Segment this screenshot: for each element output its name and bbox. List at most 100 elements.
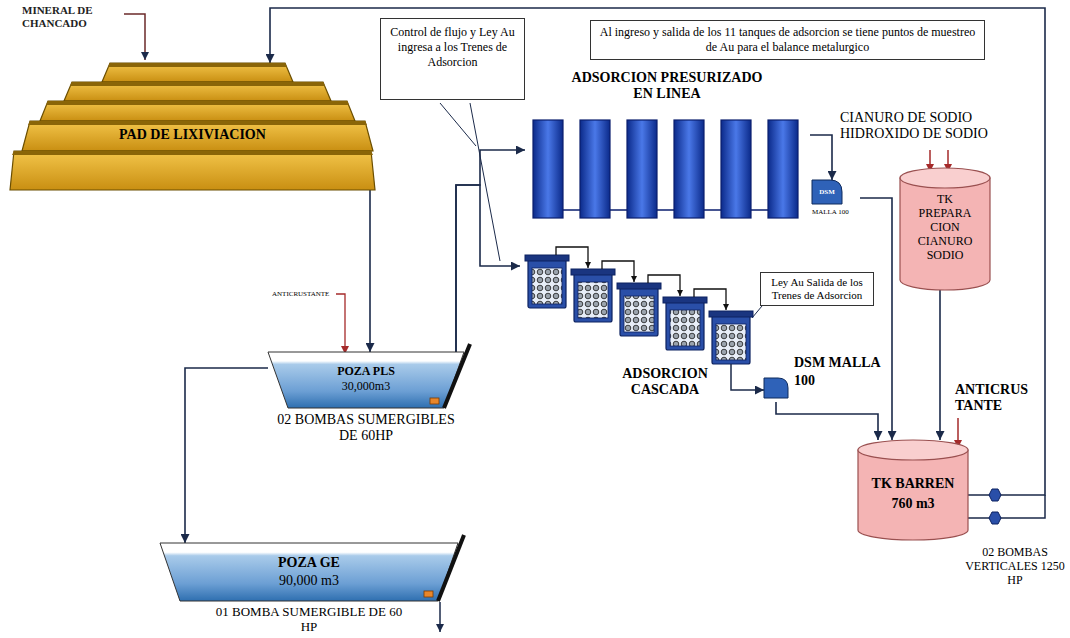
pond-outline: [160, 543, 458, 601]
feed-line: [124, 14, 145, 60]
shape-polygon: [108, 63, 287, 67]
pipe-connector: [810, 135, 832, 180]
shape-polygon: [46, 101, 349, 105]
node-text: MALLA 100: [812, 208, 860, 216]
shape-polygon: [102, 63, 293, 82]
callout-box: Control de flujo y Ley Au ingresa a los …: [380, 18, 525, 100]
node-text: 90,000 m3: [160, 573, 458, 589]
pump-symbol: [989, 512, 1001, 524]
reagent-line: [336, 294, 345, 354]
pipe-connector: [756, 389, 764, 391]
shape-path: [858, 450, 968, 540]
pipe-connector: [860, 198, 892, 440]
shape-polygon: [160, 543, 458, 601]
pipe-line: [556, 247, 588, 268]
pipe-line: [602, 261, 634, 282]
shape-polygon: [268, 352, 464, 408]
shape-rect: [571, 269, 615, 275]
shape-rect: [712, 314, 750, 364]
dsm-screen: DSM MALLA 100: [812, 180, 860, 222]
shape-rect: [430, 398, 439, 404]
reagent-label: CIANURO DE SODIO HIDROXIDO DE SODIO: [840, 110, 1030, 142]
node-text: DSM MALLA 100: [794, 354, 886, 390]
shape-rect: [424, 591, 433, 597]
shape-polygon: [12, 151, 373, 155]
shape-rect: [663, 297, 707, 303]
barren-tank: TK BARREN 760 m3: [858, 440, 968, 540]
reagent-label: ANTICRUSTANTE: [272, 290, 329, 298]
cascade-tanks: ADSORCION CASCADA: [520, 236, 756, 398]
leader-line: [440, 103, 476, 146]
shape-rect: [580, 120, 610, 218]
shape-rect: [624, 296, 654, 332]
pipe-line: [731, 364, 756, 390]
node-text: TK PREPARA CION CIANURO SODIO: [912, 192, 978, 262]
outflow-line: [439, 602, 441, 632]
shape-rect: [627, 120, 657, 218]
pipe-line: [657, 209, 674, 211]
reagent-label: ANTICRUS TANTE: [955, 382, 1035, 414]
node-text: POZA PLS: [268, 364, 464, 378]
pipe-connector: [939, 290, 941, 440]
shape-rect: [716, 324, 746, 360]
shape-ellipse: [900, 168, 990, 188]
shape-rect: [578, 282, 608, 318]
pond: POZA GE90,000 m301 BOMBA SUMERGIBLE DE 6…: [160, 543, 458, 601]
pump-line: [968, 495, 1045, 518]
node-text: 30,000m3: [268, 379, 464, 393]
adsorption-columns: ADSORCION PRESURIZADO EN LINEA: [525, 70, 810, 220]
pipe-connector: [456, 185, 520, 352]
pipe-line: [648, 275, 680, 296]
node-text: POZA GE: [160, 555, 458, 571]
pond: POZA PLS30,000m302 BOMBAS SUMERGIBLES DE…: [268, 352, 464, 408]
shape-polygon: [70, 82, 325, 86]
shape-rect: [768, 120, 798, 218]
node-text: DSM: [813, 188, 841, 196]
shape-polygon: [10, 151, 375, 190]
leach-pad-outline: [10, 63, 375, 190]
note-box: Al ingreso y salida de los 11 tanques de…: [590, 20, 985, 60]
node-text: 760 m3: [858, 496, 968, 512]
pipe-line: [704, 209, 721, 211]
callout-box: Ley Au Salida de los Trenes de Adsorcion: [760, 272, 874, 306]
pipe-connector: [185, 368, 268, 543]
shape-polygon: [28, 121, 367, 125]
shape-ellipse: [858, 440, 968, 460]
dsm-screen: DSM MALLA 100: [764, 352, 886, 402]
shape-polygon: [64, 82, 331, 101]
pipe-line: [751, 209, 768, 211]
shape-rect: [574, 272, 612, 322]
shape-rect: [533, 120, 563, 218]
shape-rect: [525, 255, 569, 261]
shape-rect: [721, 120, 751, 218]
shape-rect: [709, 311, 753, 317]
pipe-connector: [456, 150, 525, 352]
node-text: TK BARREN: [858, 476, 968, 492]
node-text: ADSORCION PRESURIZADO EN LINEA: [567, 70, 767, 102]
pipe-connector: [369, 190, 371, 352]
feed-label: MINERAL DE CHANCADO: [22, 4, 122, 30]
leach-pad: PAD DE LIXIVIACION: [10, 63, 375, 190]
shape-rect: [532, 268, 562, 304]
shape-rect: [670, 310, 700, 346]
pipe-line: [444, 344, 470, 408]
shape-rect: [617, 283, 661, 289]
pump-symbol: [989, 489, 1001, 501]
node-text: 02 BOMBAS SUMERGIBLES DE 60HP: [276, 412, 456, 444]
leader-line: [470, 103, 500, 261]
pipe-connector: [270, 8, 1045, 495]
node-text: PAD DE LIXIVIACION: [10, 127, 375, 143]
shape-polygon: [40, 101, 355, 121]
shape-rect: [674, 120, 704, 218]
node-text: Ley Au Salida de los Trenes de Adsorcion: [765, 276, 869, 302]
shape-rect: [666, 300, 704, 350]
pipe-connector: [776, 402, 878, 440]
node-text: Al ingreso y salida de los 11 tanques de…: [599, 25, 976, 55]
pipe-line: [563, 209, 580, 211]
cyanide-tank: TK PREPARA CION CIANURO SODIO: [900, 168, 990, 290]
shape-path: [900, 178, 990, 290]
node-text: Control de flujo y Ley Au ingresa a los …: [386, 25, 519, 70]
pump-label: 02 BOMBAS VERTICALES 1250 HP: [965, 545, 1065, 587]
shape-path: [764, 378, 788, 398]
